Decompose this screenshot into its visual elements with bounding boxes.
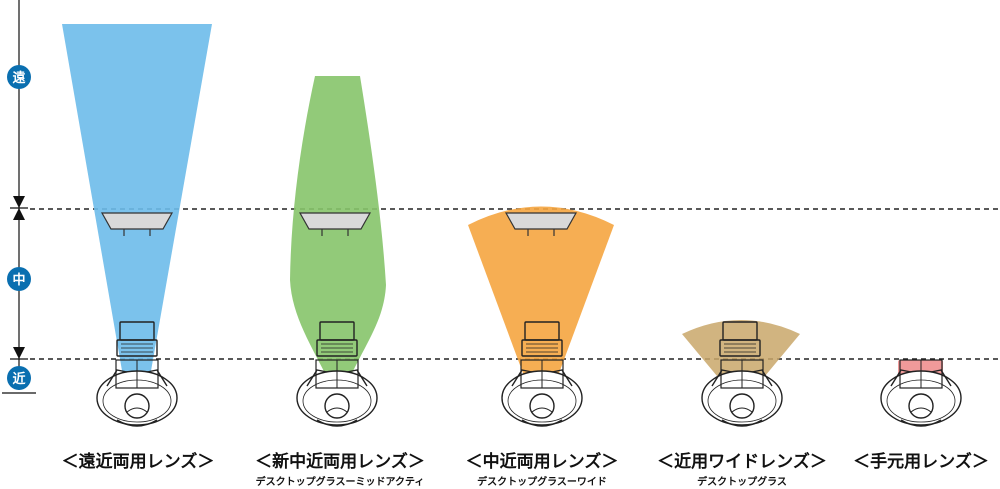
open-book-icon — [720, 359, 764, 389]
person-top-view-icon — [701, 359, 783, 427]
laptop-icon — [719, 321, 761, 357]
open-book-icon — [115, 359, 159, 389]
person-top-view-icon — [96, 359, 178, 427]
lens-subtitle-new-middle-near: デスクトップグラスーミッドアクティ — [256, 475, 425, 488]
laptop-icon — [521, 321, 563, 357]
distance-axis — [2, 0, 36, 394]
middle-near-lens-vision-range — [468, 206, 614, 392]
lens-subtitle-middle-near: デスクトップグラスーワイド — [477, 475, 607, 488]
mid-zone-badge: 中 — [7, 267, 31, 291]
near-wide-lens-vision-range — [682, 320, 800, 388]
person-top-view-icon — [880, 359, 962, 427]
lens-subtitle-near-wide: デスクトップグラス — [697, 475, 787, 488]
far-zone-badge: 遠 — [7, 65, 31, 89]
open-book-icon — [520, 359, 564, 389]
progressive-lens-vision-range — [62, 24, 212, 388]
lens-title-near-wide: ＜近用ワイドレンズ＞ — [657, 451, 827, 472]
near-zone-badge: 近 — [7, 366, 31, 390]
open-book-icon — [899, 359, 943, 389]
svg-text:中: 中 — [12, 272, 25, 288]
lens-title-middle-near: ＜中近両用レンズ＞ — [466, 451, 619, 472]
person-top-view-icon — [501, 359, 583, 427]
svg-text:遠: 遠 — [12, 70, 25, 86]
laptop-icon — [316, 321, 358, 357]
open-book-icon — [315, 359, 359, 389]
svg-text:近: 近 — [12, 371, 25, 387]
monitor-icon — [298, 212, 372, 236]
monitor-icon — [100, 212, 174, 236]
lens-title-reading: ＜手元用レンズ＞ — [853, 451, 989, 472]
new-middle-near-lens-vision-range — [290, 76, 386, 392]
lens-title-new-middle-near: ＜新中近両用レンズ＞ — [255, 451, 425, 472]
monitor-icon — [504, 212, 578, 236]
laptop-icon — [116, 321, 158, 357]
lens-title-progressive: ＜遠近両用レンズ＞ — [62, 451, 215, 472]
person-top-view-icon — [296, 359, 378, 427]
